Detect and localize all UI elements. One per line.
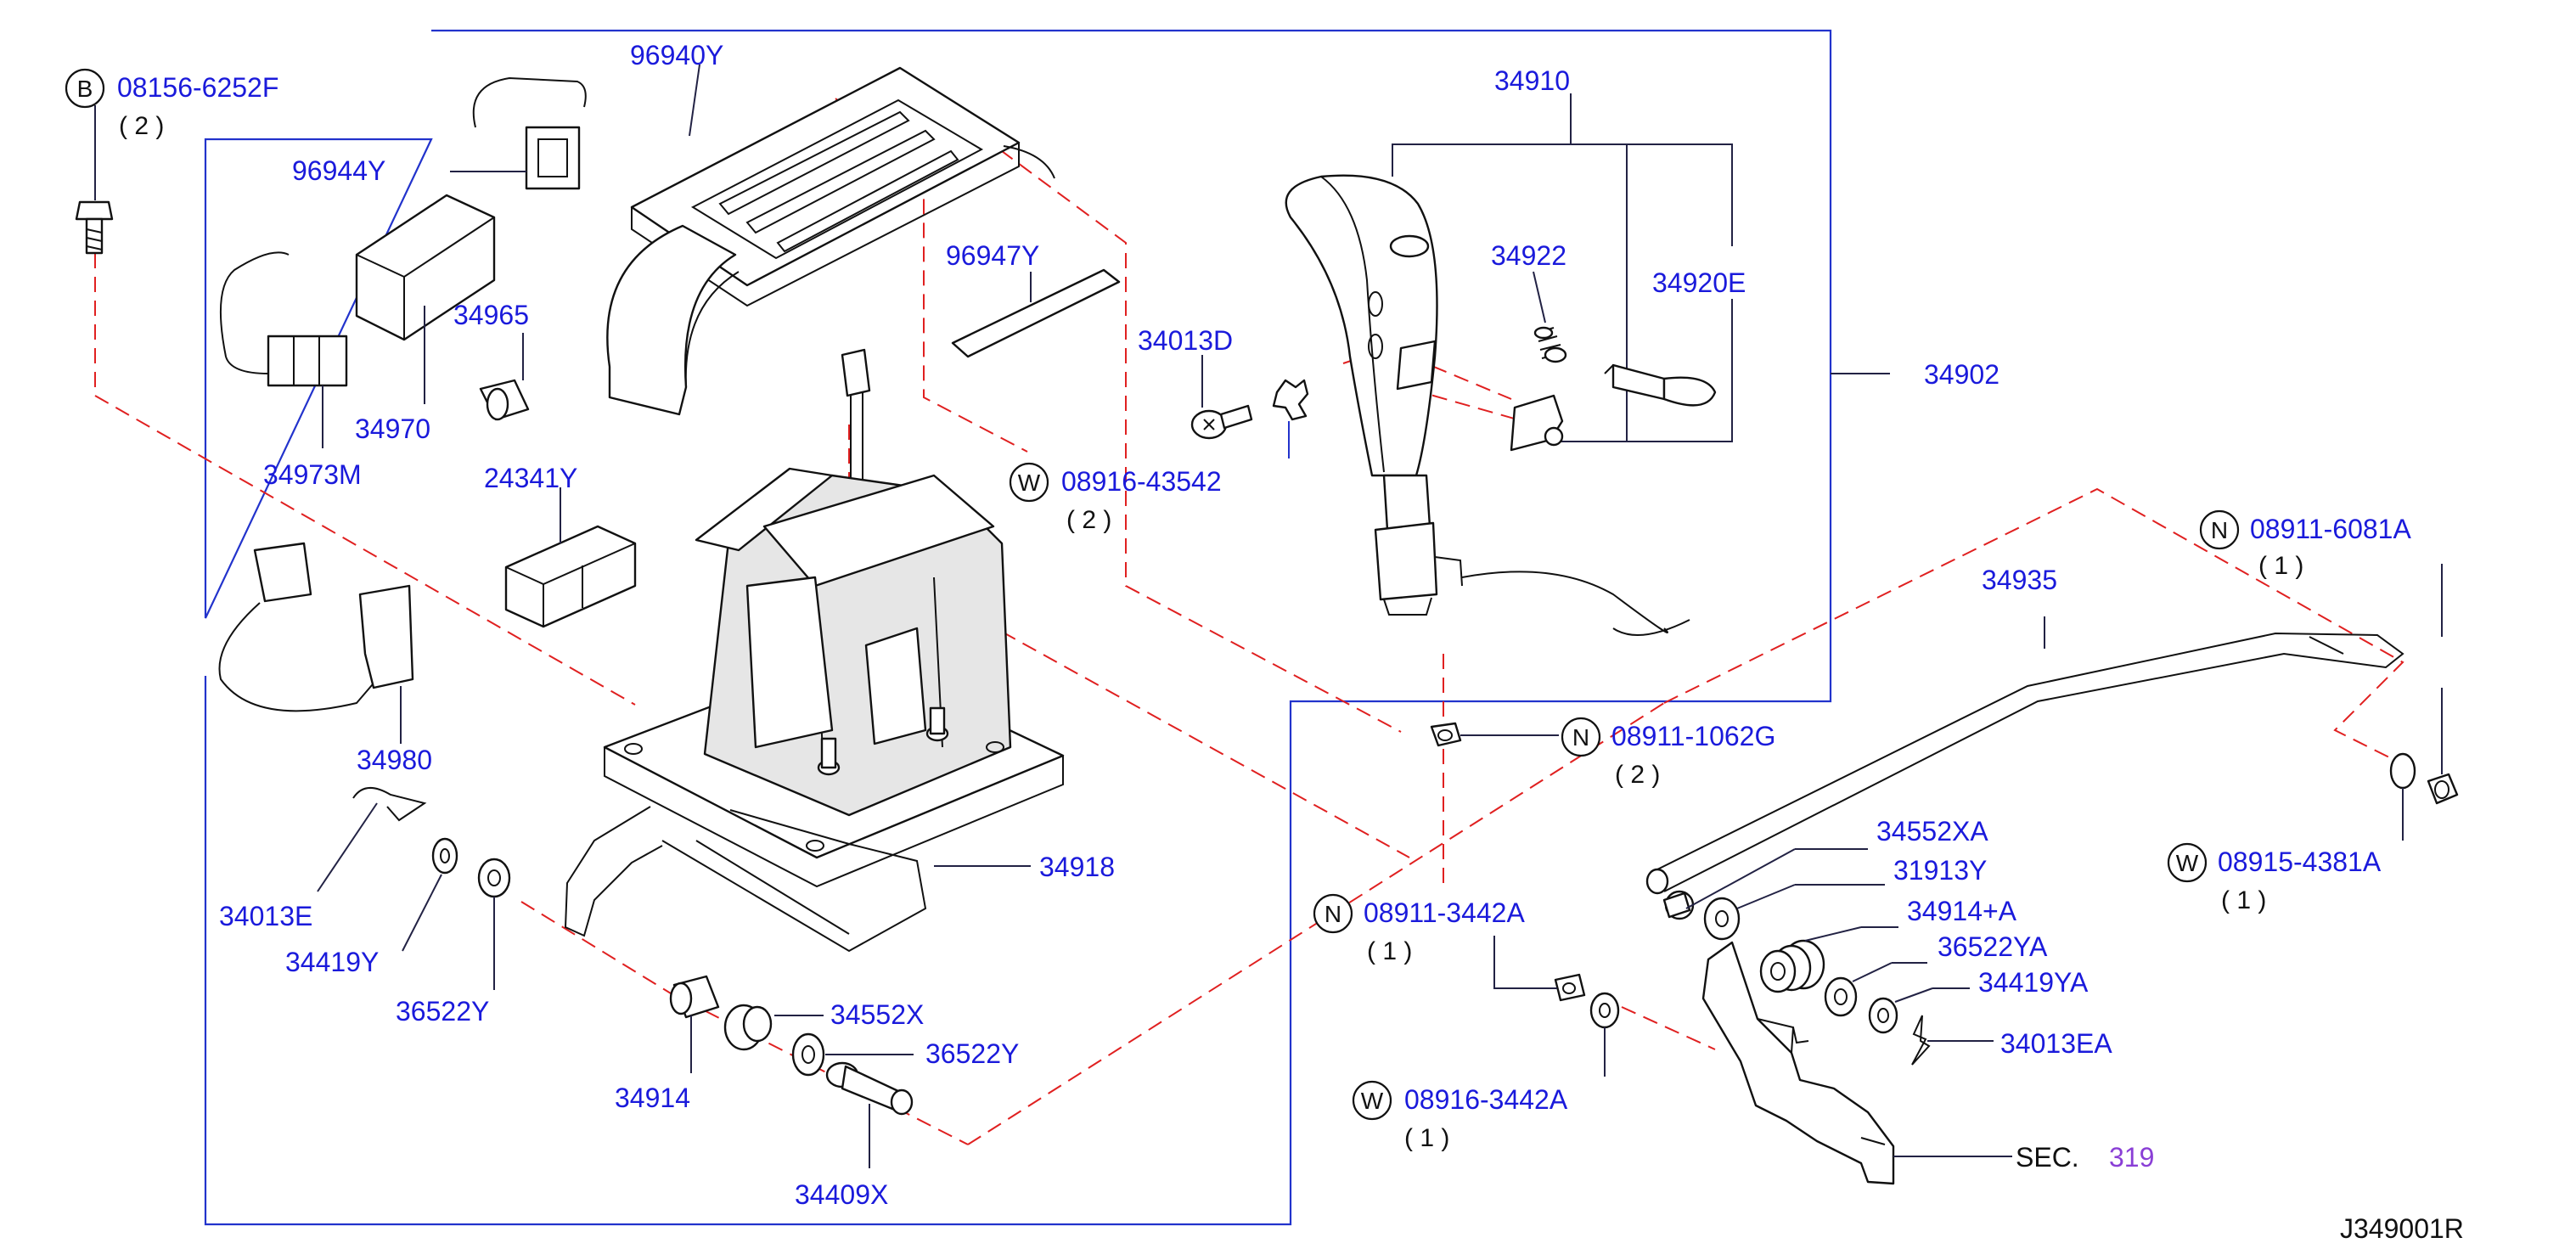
part-34419YA	[1868, 987, 1970, 1034]
part-34914-bushing	[669, 975, 720, 1073]
callout-code: W	[2176, 850, 2199, 876]
callout-code: W	[1361, 1088, 1384, 1114]
part-34935-rod	[1645, 616, 2404, 895]
label-34914A: 34914+A	[1907, 896, 2017, 926]
part-31913Y	[1703, 884, 1885, 941]
callout-qty: ( 1 )	[2221, 886, 2266, 914]
label-sec-number[interactable]: 319	[2109, 1142, 2154, 1173]
label-34970: 34970	[355, 413, 430, 444]
callout-part: 08911-3442A	[1364, 897, 1525, 928]
label-sec-prefix: SEC.	[2016, 1142, 2079, 1173]
part-36522YA	[1824, 962, 1927, 1017]
part-36522Y-washer-b	[791, 1032, 914, 1077]
callout-part: 08916-3442A	[1404, 1084, 1568, 1115]
label-96940Y: 96940Y	[630, 40, 723, 70]
part-96944Y-connector	[450, 76, 587, 190]
label-34914: 34914	[615, 1083, 690, 1113]
part-34965-pin	[479, 333, 530, 421]
callout-code: W	[1018, 470, 1041, 496]
callout-code: N	[1572, 724, 1589, 751]
part-34409X-pin	[825, 1061, 914, 1168]
part-34970-block	[355, 194, 496, 404]
callout-part: 08916-43542	[1061, 466, 1222, 497]
part-34973M-connector	[219, 251, 348, 448]
callout-qty: ( 2 )	[1615, 761, 1660, 789]
callout-badge-n	[1561, 717, 1601, 757]
callout-badge-n	[1313, 893, 1353, 934]
callout-badge-w	[1352, 1080, 1392, 1121]
label-34980: 34980	[357, 745, 432, 775]
label-96947Y: 96947Y	[946, 240, 1039, 271]
label-34920E: 34920E	[1652, 267, 1746, 298]
callout-code: N	[2211, 517, 2228, 543]
callout-code: N	[1325, 901, 1341, 927]
bolt-08156-6252F	[75, 105, 114, 255]
label-36522Y-a: 36522Y	[396, 996, 489, 1027]
part-34013D-screw	[1190, 355, 1309, 458]
label-34419YA: 34419YA	[1978, 967, 2089, 998]
washer-08915-4381A	[2389, 752, 2416, 841]
nut-08911-1062G	[1430, 722, 1559, 747]
label-34918: 34918	[1039, 852, 1115, 882]
label-34409X: 34409X	[795, 1179, 888, 1210]
callout-badges: B 08156-6252F ( 2 ) W 08916-43542 ( 2 ) …	[65, 68, 2411, 1152]
label-34013D: 34013D	[1138, 325, 1233, 356]
callout-part: 08156-6252F	[117, 72, 278, 103]
callout-qty: ( 1 )	[1367, 937, 1412, 965]
label-34013EA: 34013EA	[2000, 1028, 2112, 1059]
callout-qty: ( 1 )	[2258, 552, 2303, 580]
part-34013EA-clip	[1911, 1015, 1994, 1066]
callout-qty: ( 1 )	[1404, 1124, 1449, 1152]
part-34914A-bushing	[1759, 926, 1898, 993]
part-34552XA	[1662, 848, 1868, 920]
washer-08916-3442A	[1589, 992, 1620, 1077]
part-34013E-clip	[317, 787, 427, 892]
callout-qty: ( 2 )	[119, 112, 164, 140]
callout-badge-w	[2167, 842, 2208, 883]
part-34552X-bushing	[723, 1004, 824, 1051]
part-34980-sensor	[218, 542, 414, 744]
label-34419Y: 34419Y	[285, 947, 379, 977]
label-34965: 34965	[453, 300, 529, 330]
callout-qty: ( 2 )	[1066, 506, 1111, 534]
knob-latch-block	[1510, 394, 1564, 452]
callout-part: 08911-6081A	[2250, 514, 2411, 544]
part-96940Y-indicator-cover	[606, 64, 1055, 416]
callout-part: 08911-1062G	[1611, 721, 1775, 751]
part-34419Y-washer	[402, 837, 458, 952]
label-34935: 34935	[1982, 565, 2057, 595]
label-96944Y: 96944Y	[292, 155, 385, 186]
nut-08911-6081A	[2427, 564, 2459, 805]
callout-code: B	[77, 76, 93, 102]
label-34973M: 34973M	[263, 459, 362, 490]
label-34902: 34902	[1924, 359, 1999, 390]
label-36522YA: 36522YA	[1938, 931, 2048, 962]
part-34922-spring	[1533, 271, 1567, 363]
sec-319-lever	[1701, 941, 2012, 1185]
label-34910: 34910	[1494, 65, 1570, 96]
label-24341Y: 24341Y	[484, 463, 577, 493]
label-34013E: 34013E	[219, 901, 312, 931]
callout-badge-n	[2199, 509, 2240, 550]
label-34922: 34922	[1491, 240, 1566, 271]
part-36522Y-washer-a	[477, 858, 511, 990]
callout-badge-w	[1009, 462, 1049, 503]
part-34918-base	[564, 467, 1065, 953]
part-24341Y-relay	[504, 487, 637, 628]
diagram-id: J349001R	[2340, 1213, 2464, 1244]
callout-badge-b	[65, 68, 105, 109]
part-34920E-button	[1604, 363, 1717, 407]
part-96947Y-strip	[951, 268, 1121, 358]
label-36522Y-b: 36522Y	[925, 1038, 1019, 1069]
part-labels: 96940Y 96944Y 34965 34970 34973M 24341Y …	[219, 40, 2464, 1244]
label-34552XA: 34552XA	[1876, 816, 1988, 847]
label-34552X: 34552X	[830, 999, 924, 1030]
label-31913Y: 31913Y	[1893, 855, 1987, 886]
nut-08911-3442A	[1493, 936, 1586, 1002]
callout-part: 08915-4381A	[2218, 847, 2382, 877]
part-34910-knob-assembly	[1285, 93, 1733, 636]
